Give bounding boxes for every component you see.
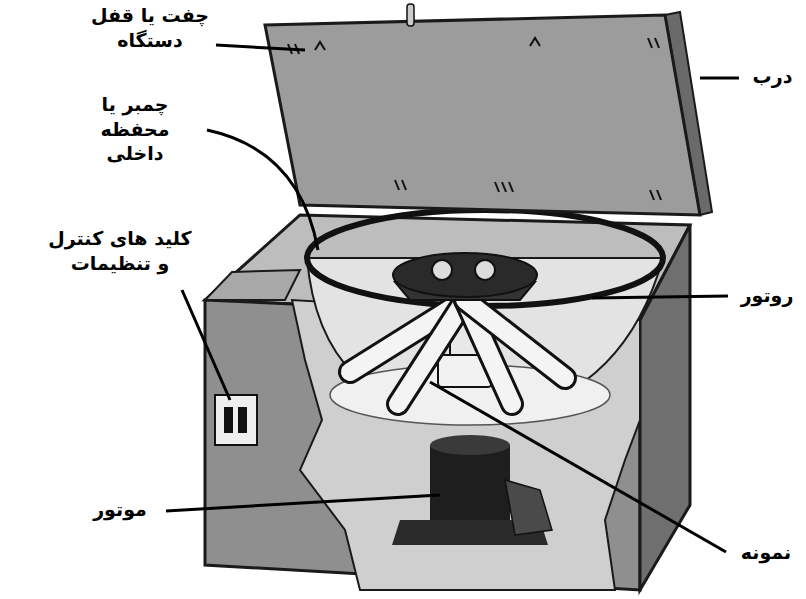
motor <box>430 445 510 520</box>
lid-handle <box>407 4 414 26</box>
part-label: چمبر یا محفظه داخلی <box>70 92 200 166</box>
part-label: نمونه <box>732 540 800 565</box>
leader-lines <box>166 45 739 552</box>
part-label: کلید های کنترل و تنظیمات <box>40 226 200 275</box>
tube-cap <box>432 260 452 280</box>
part-label: موتور <box>80 497 160 522</box>
switch <box>224 407 233 433</box>
part-label: روتور <box>734 283 800 308</box>
part-label: چفت یا قفل دستگاه <box>90 3 210 52</box>
chamber-rim <box>307 210 663 306</box>
motor-bracket <box>505 480 552 535</box>
lid <box>265 15 700 215</box>
motor-top <box>430 435 510 455</box>
body-step <box>205 270 300 300</box>
rotor-head <box>393 253 537 297</box>
lid-marks <box>288 38 661 200</box>
sample-tubes <box>350 300 565 404</box>
tube-cap <box>475 260 495 280</box>
part-label: درب <box>745 64 800 89</box>
switch <box>238 407 247 433</box>
control-panel <box>215 395 257 445</box>
